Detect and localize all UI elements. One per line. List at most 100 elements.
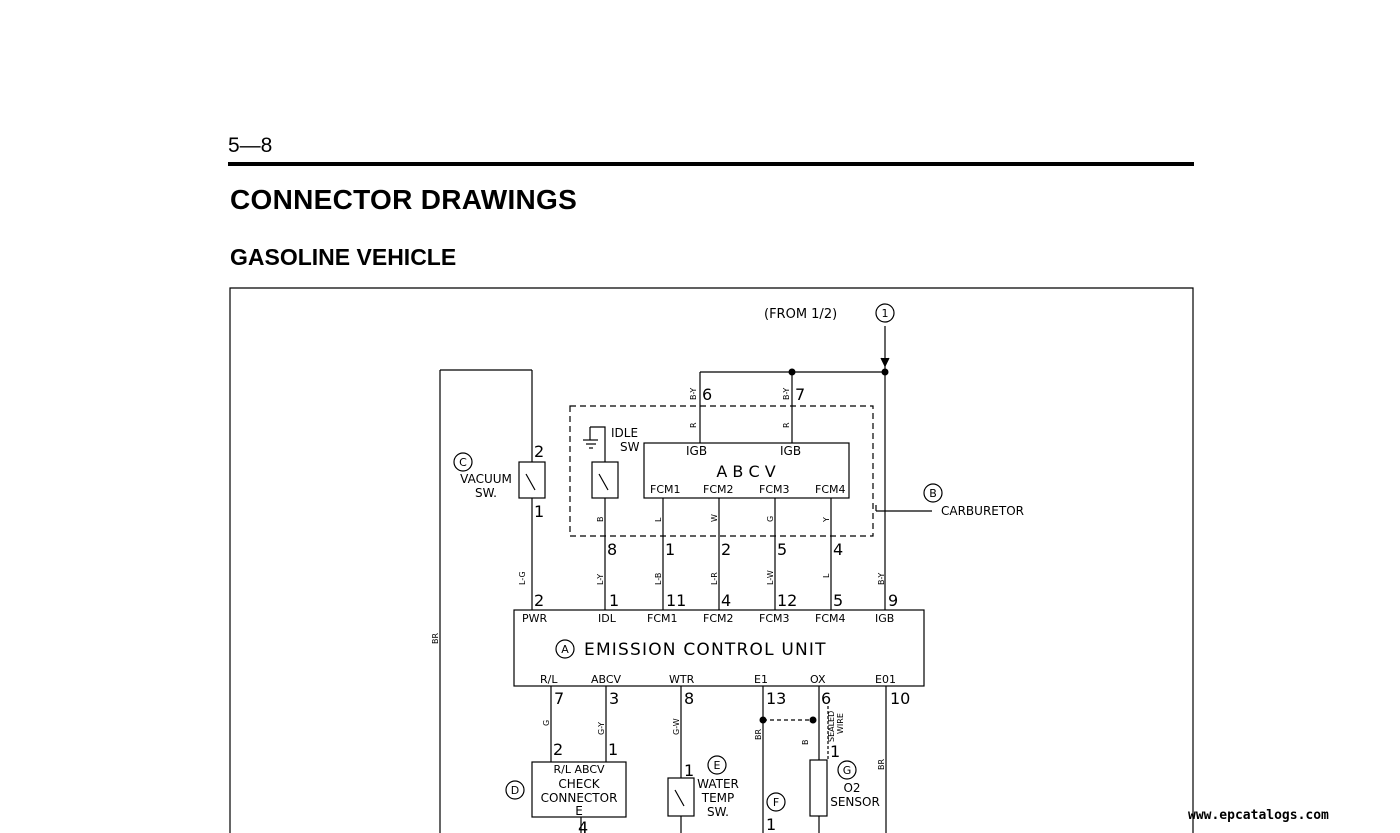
idle-switch-box (591, 461, 619, 499)
section-subtitle: GASOLINE VEHICLE (230, 244, 457, 270)
vacuum-switch-box (518, 461, 546, 499)
wire-color-b-y-7: B-Y (782, 388, 791, 400)
wire-color-pwr: L-G (518, 571, 527, 585)
ecu-pin-fcm1: FCM1 (647, 612, 678, 625)
fcm4-label: FCM4 (815, 483, 846, 496)
carburetor-label: CARBURETOR (941, 504, 1024, 518)
check-pin-2: 2 (553, 740, 563, 759)
ecu-pin-fcm4: FCM4 (815, 612, 846, 625)
ecu-pin-rl: R/L (540, 673, 558, 686)
wire-color-e1: BR (754, 729, 763, 740)
ecu-pin-e01: E01 (875, 673, 896, 686)
abcv-igb-right: IGB (780, 444, 801, 458)
carburetor-marker: B (929, 487, 937, 500)
o2-sensor-pin: 1 (830, 742, 840, 761)
abcv-label: A B C V (716, 462, 775, 481)
ecu-num-fcm4: 5 (833, 591, 843, 610)
check-connector-line-2: CONNECTOR (541, 791, 618, 805)
wire-color-fcm3: G (766, 516, 775, 522)
wire-color-fcm4-ecu: L (822, 573, 831, 578)
wire-color-r-6: R (689, 422, 698, 428)
wire-color-abcv: G-Y (597, 722, 606, 735)
diagram-frame (229, 287, 1194, 833)
water-temp-line-3: SW. (707, 805, 729, 819)
ecu-num-ox: 6 (821, 689, 831, 708)
vacuum-pin-1: 1 (534, 502, 544, 521)
ecu-num-e01: 10 (890, 689, 910, 708)
vacuum-pin-2: 2 (534, 442, 544, 461)
fcm3-label: FCM3 (759, 483, 790, 496)
water-temp-switch-box (667, 777, 695, 817)
carburetor-outline (569, 405, 874, 537)
abcv-box (643, 442, 850, 499)
wire-color-idl: L-Y (596, 574, 605, 585)
sealed-label-2: WIRE (836, 713, 845, 734)
header-rule (228, 162, 1194, 166)
wire-color-fcm1-ecu: L-B (654, 573, 663, 585)
o2-sensor-line-1: O2 (843, 781, 860, 795)
wire-color-fcm3-ecu: L-W (766, 570, 775, 585)
from-label: (FROM 1/2) (764, 307, 837, 322)
idle-label-2: SW (620, 440, 640, 454)
wire-color-fcm2-ecu: L-R (710, 572, 719, 585)
ecu-pin-e1: E1 (754, 673, 768, 686)
page-title: CONNECTOR DRAWINGS (230, 184, 578, 215)
ecu-num-fcm3: 12 (777, 591, 797, 610)
ecu-num-igb: 9 (888, 591, 898, 610)
check-pin-1: 1 (608, 740, 618, 759)
check-pin-4: 4 (578, 818, 588, 833)
ecu-num-pwr: 2 (534, 591, 544, 610)
idle-label-1: IDLE (611, 426, 638, 440)
check-connector-line-1: CHECK (558, 777, 600, 791)
check-connector-line-3: E (575, 804, 583, 818)
ecu-pin-fcm2: FCM2 (703, 612, 734, 625)
wire-color-fcm4: Y (822, 517, 831, 523)
wire-color-wtr: G-W (672, 718, 681, 735)
water-temp-pin: 1 (684, 761, 694, 780)
wire-color-ox: B (801, 740, 810, 746)
wire-color-rl: G (542, 720, 551, 726)
ecu-num-e1: 13 (766, 689, 786, 708)
ecu-box (513, 609, 925, 687)
carb-pin-1: 1 (665, 540, 675, 559)
carb-pin-2: 2 (721, 540, 731, 559)
check-connector-marker: D (511, 784, 519, 797)
check-connector-top: R/L ABCV (553, 763, 605, 776)
wire-color-fcm2: W (710, 514, 719, 522)
wire-color-e01: BR (877, 759, 886, 770)
abcv-igb-left: IGB (686, 444, 707, 458)
vacuum-marker: C (459, 456, 467, 469)
water-temp-line-2: TEMP (701, 791, 735, 805)
carb-pin-7: 7 (795, 385, 805, 404)
check-connector-box (531, 761, 627, 818)
carb-pin-4: 4 (833, 540, 843, 559)
ground-f-marker: F (773, 796, 779, 809)
sealed-label-1: SEALED (827, 711, 836, 742)
wire-color-br-left: BR (431, 633, 440, 644)
from-marker: 1 (882, 307, 889, 320)
vacuum-label-2: SW. (475, 486, 497, 500)
ecu-pin-wtr: WTR (669, 673, 695, 686)
water-temp-line-1: WATER (697, 777, 739, 791)
fcm1-label: FCM1 (650, 483, 681, 496)
ecu-num-rl: 7 (554, 689, 564, 708)
wire-color-idle-b: B (596, 517, 605, 523)
vacuum-label-1: VACUUM (460, 472, 512, 486)
ecu-pin-ox: OX (810, 673, 826, 686)
o2-sensor-line-2: SENSOR (830, 795, 880, 809)
carb-pin-5: 5 (777, 540, 787, 559)
ecu-pin-igb: IGB (875, 612, 894, 625)
fcm2-label: FCM2 (703, 483, 734, 496)
o2-sensor-box (809, 759, 828, 817)
ecu-pin-fcm3: FCM3 (759, 612, 790, 625)
ecu-num-idl: 1 (609, 591, 619, 610)
wire-color-fcm1: L (654, 517, 663, 522)
ecu-num-fcm1: 11 (666, 591, 686, 610)
ecu-num-abcv: 3 (609, 689, 619, 708)
wire-color-r-7: R (782, 422, 791, 428)
ecu-num-fcm2: 4 (721, 591, 731, 610)
carb-pin-8: 8 (607, 540, 617, 559)
ecu-marker: A (561, 643, 569, 656)
ground-f-pin: 1 (766, 815, 776, 833)
